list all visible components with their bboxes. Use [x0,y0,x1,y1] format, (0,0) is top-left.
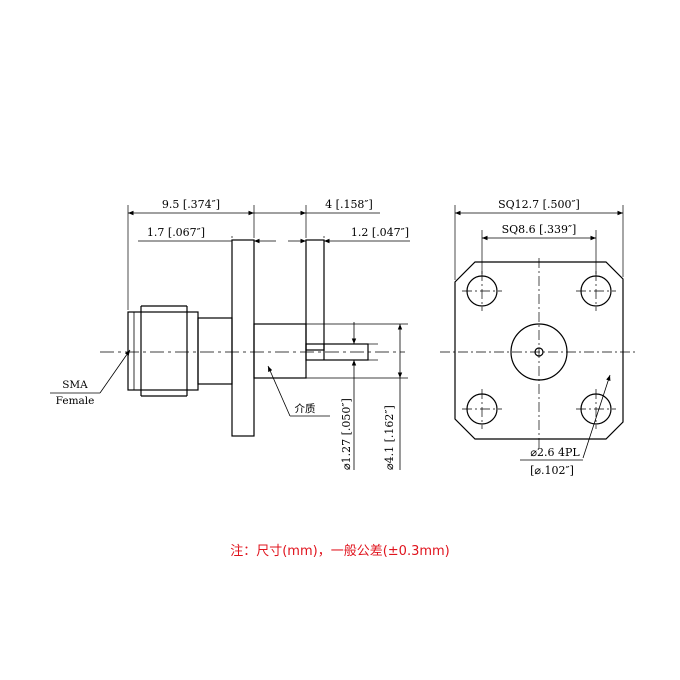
dim-body-diameter: ⌀4.1 [.162″] [383,405,396,470]
dim-hole-diameter-inch: [⌀.102″] [530,464,574,477]
hex-nut [197,317,233,385]
dim-front-offset: 1.7 [.067″] [147,226,205,239]
label-female: Female [56,395,95,407]
dielectric-tab [305,239,325,351]
dim-rear-length: 4 [.158″] [325,198,373,211]
dim-hole-diameter: ⌀2.6 4PL [530,446,580,459]
dim-overall-length: 9.5 [.374″] [162,198,220,211]
dim-flange-square: SQ12.7 [.500″] [498,198,580,211]
front-view [440,205,635,461]
dim-flange-thickness: 1.2 [.047″] [351,226,409,239]
dim-hole-spacing: SQ8.6 [.339″] [502,223,577,236]
label-dielectric: 介质 [295,403,316,415]
flange-outline [454,261,624,440]
label-sma: SMA [62,379,88,391]
side-view [50,205,410,470]
dim-pin-diameter: ⌀1.27 [.050″] [340,398,353,470]
tolerance-note: 注：尺寸(mm)，一般公差(±0.3mm) [230,544,450,559]
rear-body [253,323,307,379]
flange [231,239,255,437]
